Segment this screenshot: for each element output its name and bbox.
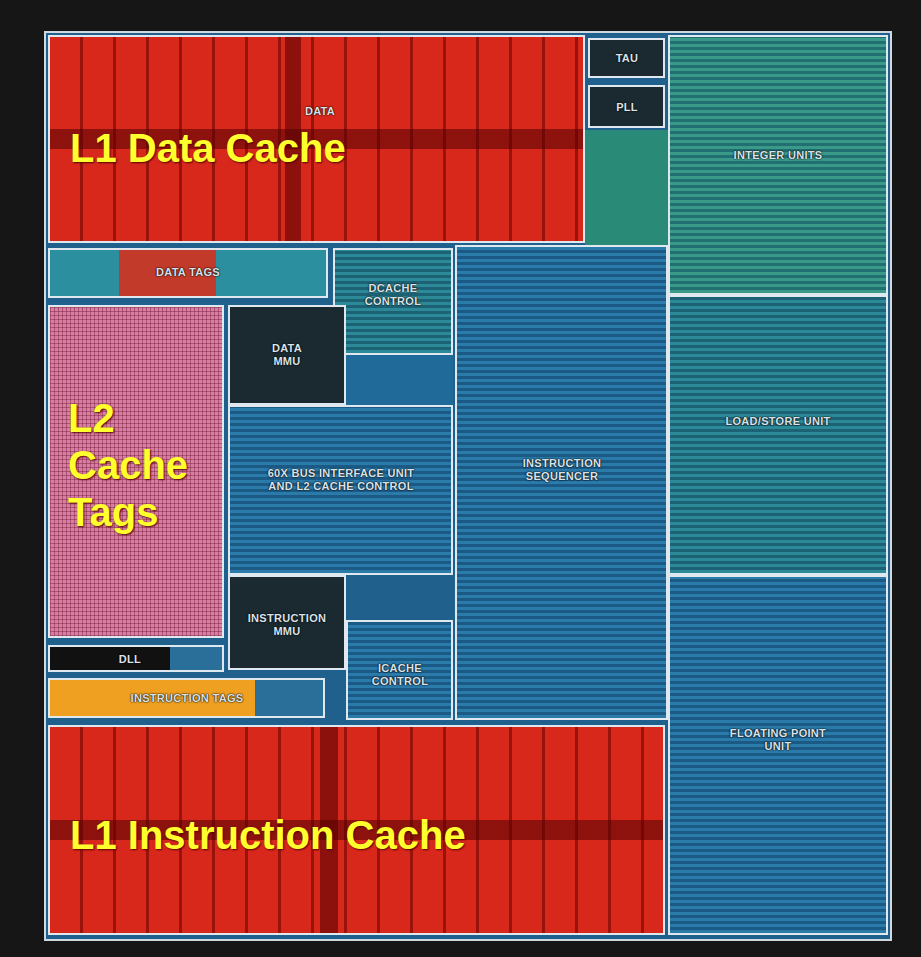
logic-block: DLL <box>48 645 224 672</box>
tag-array: L2 Cache Tags <box>48 305 224 638</box>
logic-block: DCACHE CONTROL <box>333 248 453 355</box>
block-label: PLL <box>592 101 662 114</box>
block-label: DATA <box>290 105 350 118</box>
logic-block <box>346 355 453 405</box>
block-label: INSTRUCTION TAGS <box>67 692 307 705</box>
block-label: INTEGER UNITS <box>728 149 828 162</box>
block-label: INSTRUCTION MMU <box>237 612 337 637</box>
block-label: INSTRUCTION SEQUENCER <box>497 457 627 482</box>
logic-block: DATA MMU <box>228 305 346 405</box>
logic-block <box>585 130 668 245</box>
block-label: TAU <box>592 52 662 65</box>
logic-block: PLL <box>588 85 665 128</box>
logic-block: ICACHE CONTROL <box>346 620 453 720</box>
die-outline <box>45 32 891 940</box>
block-label: ICACHE CONTROL <box>355 662 445 687</box>
logic-block: TAU <box>588 38 665 78</box>
block-label: DATA MMU <box>257 342 317 367</box>
block-label: FLOATING POINT UNIT <box>728 727 828 752</box>
annotation-label: L2 Cache Tags <box>68 395 218 537</box>
cache-block: DATA L1 Data Cache <box>48 35 585 243</box>
logic-block: LOAD/STORE UNIT <box>668 295 888 575</box>
block-label: DATA TAGS <box>88 266 288 279</box>
annotation-label: L1 Data Cache <box>70 125 550 172</box>
logic-block: 60X BUS INTERFACE UNIT AND L2 CACHE CONT… <box>228 405 453 575</box>
block-label: 60X BUS INTERFACE UNIT AND L2 CACHE CONT… <box>261 467 421 492</box>
logic-block: INSTRUCTION MMU <box>228 575 346 670</box>
logic-block: INTEGER UNITS <box>668 35 888 295</box>
logic-block: INSTRUCTION SEQUENCER <box>455 245 668 720</box>
block-label: LOAD/STORE UNIT <box>723 415 833 428</box>
logic-block: FLOATING POINT UNIT <box>668 575 888 935</box>
tag-block: DATA TAGS <box>48 248 328 298</box>
annotation-label: L1 Instruction Cache <box>70 812 650 859</box>
block-label: DCACHE CONTROL <box>343 282 443 307</box>
tag-block: INSTRUCTION TAGS <box>48 678 325 718</box>
cache-block: L1 Instruction Cache <box>48 725 665 935</box>
block-label: DLL <box>90 653 170 666</box>
